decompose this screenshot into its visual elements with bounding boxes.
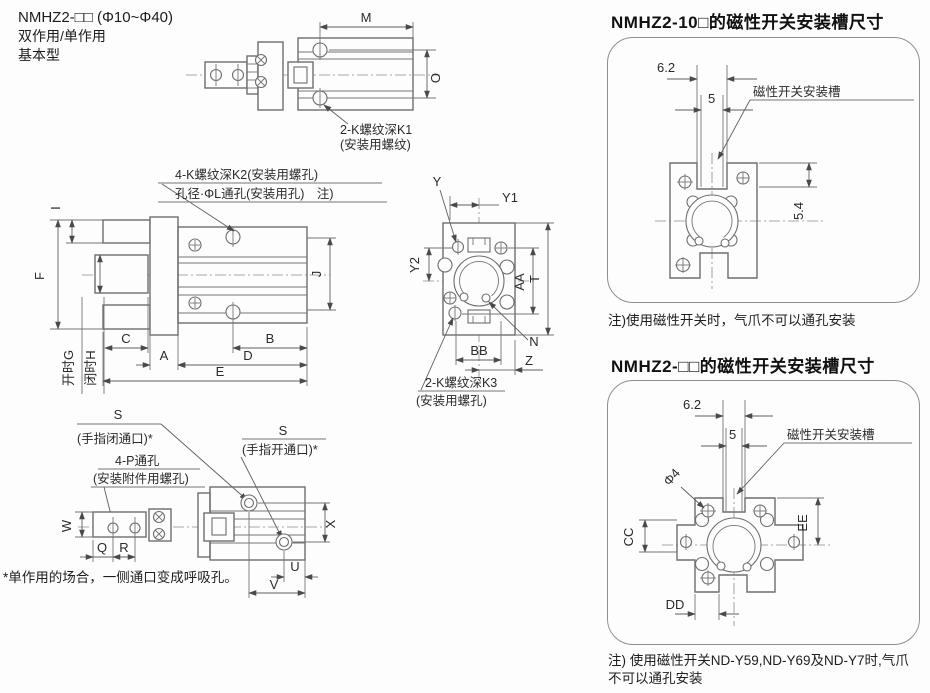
dim-label-v: V [270,577,279,592]
front-view-drawing: 4-K螺纹深K2(安装用螺孔) 孔径·ΦL通孔(安装用孔) 注) I F 开时G… [32,167,387,394]
panel-bottom-dimensions: 6.2 5 磁性开关安装槽 Φ4 CC EE DD [621,397,912,620]
dim-label-x: X [323,519,338,528]
panel-top-dim-5: 5 [708,91,715,106]
dim-label-n: N [529,334,538,349]
callout-thread-k3-line2: (安装用螺孔) [416,393,487,408]
dim-label-w: W [59,519,74,532]
callout-s-close: S [114,407,123,422]
panel-bottom-geometry [662,400,833,626]
page-title: NMHZ2-□□ (Φ10~Φ40) 双作用/单作用 基本型 [18,8,173,65]
dim-label-u: U [290,559,299,574]
panel-bottom-drawing: 6.2 5 磁性开关安装槽 Φ4 CC EE DD [621,397,912,626]
panel-bottom-note: 注) 使用磁性开关ND-Y59,ND-Y69及ND-Y7时,气爪 不可以通孔安装 [608,652,909,688]
dim-label-dd: DD [666,597,685,612]
dim-label-m: M [361,10,372,25]
dim-label-ee: EE [795,514,810,532]
dim-label-b: B [266,331,275,346]
callout-s-close-label: (手指闭通口)* [77,431,153,446]
face-view-dimensions: Y Y1 Y2 AA T BB Z N [407,174,554,408]
top-view-dimensions: M O 2-K螺纹深K1 (安装用螺纹) [319,10,443,152]
dim-label-y: Y [433,174,442,189]
panel-bottom-note-line1: 注) 使用磁性开关ND-Y59,ND-Y69及ND-Y7时,气爪 [608,653,909,668]
panel-top-slot-label: 磁性开关安装槽 [753,84,841,99]
dim-label-h-closed: 闭时H [83,350,98,385]
panel-top-dimensions: 6.2 5 磁性开关安装槽 5.4 [657,60,914,220]
panel-top-frame [607,37,920,303]
panel-bottom-dim-5: 5 [729,427,736,442]
action-type: 双作用/单作用 [18,28,106,44]
panel-top-drawing: 6.2 5 磁性开关安装槽 5.4 [655,60,914,289]
callout-screw-k2-line1: 4-K螺纹深K2(安装用螺孔) [175,167,318,182]
callout-thread-k1-line2: (安装用螺纹) [340,137,411,152]
bottom-view-drawing: S (手指闭通口)* S (手指开通口)* 4-P通孔 (安装附件用螺孔) [59,407,338,598]
dim-label-r: R [119,540,128,555]
dim-label-bb: BB [470,343,487,358]
callout-screw-k2-line2: 孔径·ΦL通孔(安装用孔) 注) [175,186,334,201]
dim-label-f: F [32,272,47,280]
bottom-view-geometry [78,486,328,561]
panel-top-dim-6-2: 6.2 [657,60,675,75]
dim-label-y1: Y1 [502,190,518,205]
panel-top-note: 注)使用磁性开关时，气爪不可以通孔安装 [608,313,856,328]
dim-label-i: I [48,206,63,210]
dim-label-q: Q [97,540,107,555]
dim-label-z: Z [525,353,533,368]
callout-4p-line1: 4-P通孔 [115,454,160,468]
callout-thread-k1-line1: 2-K螺纹深K1 [340,123,412,137]
dim-label-t: T [527,275,542,283]
dim-label-g-open: 开时G [61,350,76,386]
dim-label-aa: AA [512,273,527,291]
series-type: 基本型 [18,47,60,63]
front-view-dimensions: 4-K螺纹深K2(安装用螺孔) 孔径·ΦL通孔(安装用孔) 注) I F 开时G… [32,167,387,394]
panel-bottom-note-line2: 不可以通孔安装 [608,671,703,686]
top-view-geometry [186,37,440,111]
bottom-view-callouts: S (手指闭通口)* S (手指开通口)* 4-P通孔 (安装附件用螺孔) [77,407,326,539]
panel-bottom-dim-phi4: Φ4 [660,465,683,488]
dim-label-c: C [121,331,130,346]
top-view-drawing: M O 2-K螺纹深K1 (安装用螺纹) [186,10,443,152]
dim-label-y2: Y2 [407,257,422,273]
panel-top-geometry [655,65,823,289]
dim-label-a: A [160,348,169,363]
dim-label-d: D [243,348,252,363]
bottom-view-dimensions: W Q R X U V [59,502,338,598]
dim-label-o: O [428,73,443,83]
single-acting-footnote: *单作用的场合，一侧通口变成呼吸孔。 [3,570,238,585]
face-view-drawing: Y Y1 Y2 AA T BB Z N [407,174,554,408]
panel-top-title: NMHZ2-10□的磁性开关安装槽尺寸 [611,13,884,32]
front-view-geometry [82,216,330,336]
dim-label-j: J [309,271,324,278]
panel-top-dim-5-4: 5.4 [791,202,806,220]
dim-label-cc: CC [621,528,636,547]
callout-s-open: S [279,423,288,438]
callout-thread-k3-line1: 2-K螺纹深K3 [425,376,497,390]
panel-bottom-slot-label: 磁性开关安装槽 [787,427,875,442]
model-number: NMHZ2-□□ (Φ10~Φ40) [18,9,174,26]
callout-4p-line2: (安装附件用螺孔) [93,471,189,486]
callout-s-open-label: (手指开通口)* [242,442,318,457]
panel-bottom-dim-6-2: 6.2 [683,397,701,412]
panel-bottom-title: NMHZ2-□□的磁性开关安装槽尺寸 [611,357,875,376]
dim-label-e: E [216,364,225,379]
